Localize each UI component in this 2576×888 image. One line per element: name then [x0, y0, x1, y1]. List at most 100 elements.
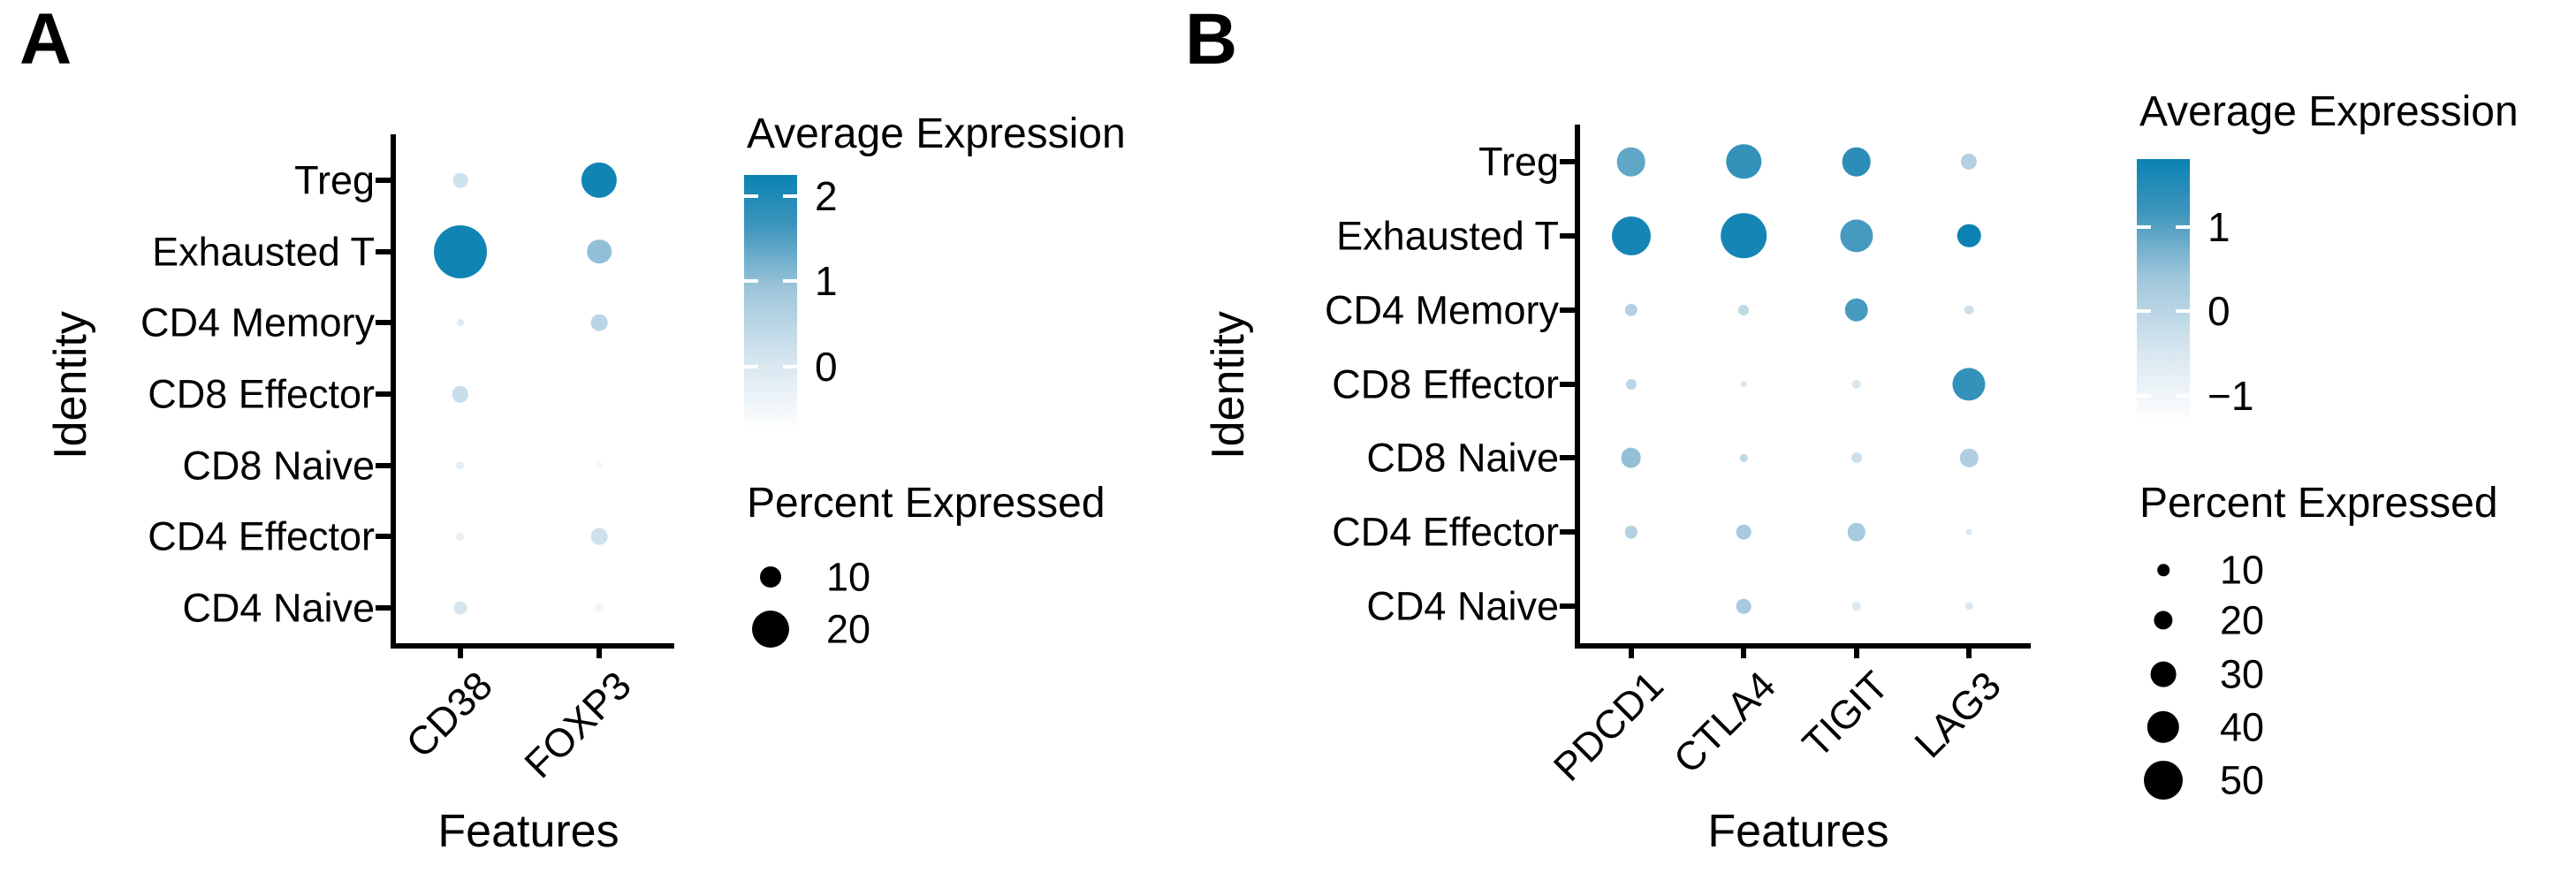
expression-dot-pdcd1-cd4-effector	[1624, 526, 1638, 539]
expression-dot-ctla4-treg	[1726, 144, 1761, 179]
y-axis-tick	[376, 320, 391, 326]
average-expression-colorbar	[744, 175, 797, 430]
expression-dot-ctla4-cd8-effector	[1740, 381, 1747, 387]
panel-a-letter: A	[19, 0, 72, 80]
expression-dot-foxp3-exhausted-t	[587, 239, 612, 264]
category-label-cd4-naive: CD4 Naive	[182, 585, 375, 631]
panel-b-plot-area	[1575, 125, 2031, 649]
panel-b-color-legend-title: Average Expression	[2139, 88, 2519, 135]
expression-dot-ctla4-cd8-naive	[1740, 454, 1748, 462]
panel-a-x-axis-title: Features	[437, 806, 619, 857]
expression-dot-pdcd1-cd4-memory	[1624, 303, 1638, 316]
y-axis-tick	[1560, 158, 1575, 164]
size-legend-dot	[2150, 661, 2177, 687]
colorbar-tick	[783, 194, 797, 199]
category-label-cd4-effector: CD4 Effector	[1332, 509, 1559, 555]
expression-dot-pdcd1-cd8-naive	[1621, 447, 1642, 468]
expression-dot-cd38-treg	[452, 172, 468, 188]
category-label-exhausted-t: Exhausted T	[1336, 213, 1559, 259]
expression-dot-cd38-cd8-naive	[455, 460, 465, 470]
y-axis-tick	[1560, 381, 1575, 387]
size-legend-label: 20	[826, 606, 871, 652]
colorbar-tick	[744, 364, 758, 368]
y-axis-tick	[376, 178, 391, 184]
panel-a-plot-area	[391, 134, 674, 649]
x-axis-tick	[1966, 643, 1972, 658]
expression-dot-tigit-cd4-memory	[1844, 298, 1869, 322]
colorbar-tick-label: 1	[815, 258, 838, 305]
category-label-cd8-effector: CD8 Effector	[148, 371, 375, 417]
expression-dot-ctla4-cd4-naive	[1736, 598, 1752, 614]
x-axis-tick	[1741, 643, 1747, 658]
category-label-exhausted-t: Exhausted T	[152, 229, 375, 275]
expression-dot-pdcd1-exhausted-t	[1611, 216, 1651, 255]
x-axis-tick	[597, 643, 603, 658]
y-axis-tick	[376, 462, 391, 468]
expression-dot-pdcd1-cd8-effector	[1625, 378, 1637, 390]
category-label-cd4-effector: CD4 Effector	[148, 513, 375, 559]
y-axis-tick	[376, 534, 391, 540]
expression-dot-foxp3-cd4-naive	[595, 603, 604, 612]
expression-dot-tigit-treg	[1842, 147, 1872, 177]
y-axis-tick	[1560, 455, 1575, 461]
category-label-cd8-naive: CD8 Naive	[1366, 435, 1559, 481]
size-legend-dot	[752, 611, 789, 648]
size-legend-dot	[2154, 611, 2173, 630]
y-axis-tick	[1560, 603, 1575, 610]
colorbar-tick	[2176, 309, 2190, 314]
panel-a-size-legend-title: Percent Expressed	[747, 480, 1106, 527]
size-legend-label: 10	[826, 554, 871, 600]
category-label-cd4-memory: CD4 Memory	[1324, 287, 1559, 333]
expression-dot-ctla4-exhausted-t	[1721, 212, 1767, 259]
colorbar-tick	[744, 279, 758, 284]
size-legend-dot	[2147, 710, 2180, 744]
colorbar-tick	[2137, 394, 2151, 398]
colorbar-tick	[744, 194, 758, 199]
category-label-cd4-memory: CD4 Memory	[140, 300, 375, 345]
expression-dot-foxp3-cd8-naive	[596, 461, 604, 469]
colorbar-tick-label: 0	[2207, 288, 2230, 335]
x-axis-tick	[1628, 643, 1634, 658]
size-legend-dot	[760, 566, 781, 588]
expression-dot-lag3-cd8-effector	[1952, 367, 1986, 401]
x-axis-tick	[457, 643, 463, 658]
colorbar-tick	[783, 364, 797, 368]
colorbar-tick	[2176, 394, 2190, 398]
category-label-cd8-effector: CD8 Effector	[1332, 361, 1559, 406]
panel-b-size-legend-title: Percent Expressed	[2139, 480, 2498, 527]
average-expression-colorbar	[2137, 159, 2190, 421]
expression-dot-lag3-cd4-naive	[1965, 602, 1973, 611]
colorbar-tick-label: 0	[815, 343, 838, 390]
category-label-cd8-naive: CD8 Naive	[182, 443, 375, 489]
expression-dot-tigit-cd8-effector	[1851, 379, 1862, 389]
panel-b-letter: B	[1185, 0, 1238, 80]
size-legend-label: 50	[2220, 757, 2265, 803]
size-legend-label: 20	[2220, 597, 2265, 643]
colorbar-tick-label: −1	[2207, 373, 2254, 420]
expression-dot-lag3-cd8-naive	[1960, 449, 1979, 467]
size-legend-label: 40	[2220, 704, 2265, 750]
category-label-treg: Treg	[1478, 139, 1559, 185]
expression-dot-tigit-cd4-effector	[1847, 522, 1866, 542]
expression-dot-tigit-exhausted-t	[1840, 219, 1873, 253]
category-label-treg: Treg	[294, 157, 375, 203]
colorbar-tick	[783, 279, 797, 284]
expression-dot-cd38-cd4-naive	[453, 601, 467, 615]
y-axis-tick	[376, 248, 391, 254]
expression-dot-cd38-cd4-effector	[455, 532, 465, 541]
expression-dot-tigit-cd8-naive	[1850, 452, 1862, 464]
expression-dot-cd38-exhausted-t	[433, 224, 487, 278]
expression-dot-lag3-cd4-memory	[1964, 305, 1974, 315]
size-legend-dot	[2157, 564, 2169, 576]
colorbar-tick-label: 2	[815, 173, 838, 220]
panel-a-color-legend-title: Average Expression	[747, 110, 1126, 157]
colorbar-tick	[2137, 224, 2151, 229]
expression-dot-foxp3-treg	[581, 163, 618, 199]
colorbar-tick	[2137, 309, 2151, 314]
expression-dot-ctla4-cd4-memory	[1738, 304, 1750, 315]
y-axis-tick	[376, 604, 391, 611]
expression-dot-lag3-exhausted-t	[1957, 224, 1981, 248]
expression-dot-ctla4-cd4-effector	[1736, 524, 1752, 540]
expression-dot-pdcd1-treg	[1616, 147, 1646, 177]
